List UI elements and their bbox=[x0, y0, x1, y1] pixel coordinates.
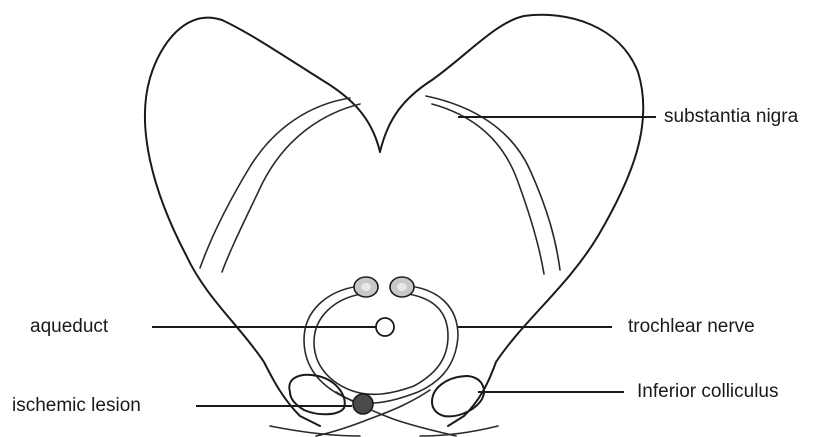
inferior-colliculus-label: Inferior colliculus bbox=[637, 381, 779, 403]
trochlear-nucleus-right-core bbox=[397, 283, 407, 291]
ischemic-lesion-label: ischemic lesion bbox=[12, 395, 141, 417]
substantia-nigra-left bbox=[200, 98, 350, 268]
substantia-nigra-right-inner bbox=[432, 104, 544, 274]
trochlear-nerve-outer bbox=[304, 286, 458, 403]
trochlear-nerve-inner bbox=[314, 294, 448, 394]
substantia-nigra-right bbox=[426, 96, 560, 270]
inferior-colliculus-left bbox=[289, 375, 344, 414]
inferior-colliculus-right bbox=[432, 376, 484, 416]
ischemic-lesion bbox=[353, 394, 373, 414]
trochlear-nerve-label: trochlear nerve bbox=[628, 316, 755, 338]
substantia-nigra-left-inner bbox=[222, 104, 360, 272]
trochlear-nucleus-left-core bbox=[361, 283, 371, 291]
bottom-curve-right bbox=[420, 426, 498, 436]
substantia-nigra-label: substantia nigra bbox=[664, 106, 798, 128]
aqueduct bbox=[376, 318, 394, 336]
aqueduct-label: aqueduct bbox=[30, 316, 108, 338]
